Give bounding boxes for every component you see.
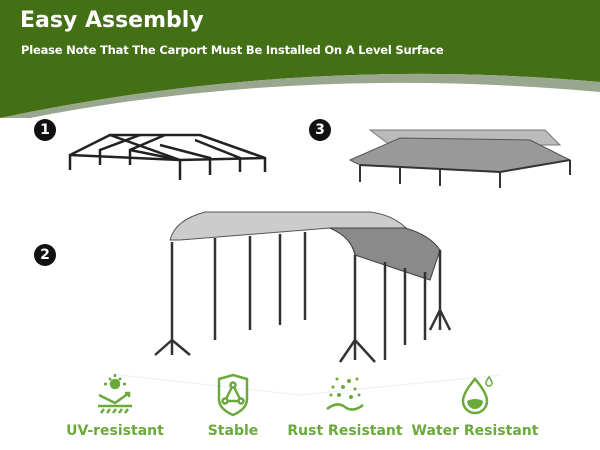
feature-stable: Stable <box>158 373 308 439</box>
shield-triangle-icon <box>217 373 249 417</box>
feature-label: Water Resistant <box>411 423 539 439</box>
carport-roof-step3 <box>348 129 572 188</box>
page-title: Easy Assembly <box>20 8 204 33</box>
feature-label: Rust Resistant <box>287 423 403 439</box>
feature-uv-resistant: UV-resistant <box>40 373 190 439</box>
feature-label: Stable <box>207 423 259 439</box>
carport-assembled-step2 <box>154 211 452 363</box>
sun-uv-icon <box>98 374 132 414</box>
step-badge-1: 1 <box>34 119 56 141</box>
rust-particles-icon <box>326 377 364 411</box>
water-drop-icon <box>461 375 493 415</box>
header-curve-gray <box>0 73 600 118</box>
step-badge-2: 2 <box>34 244 56 266</box>
feature-label: UV-resistant <box>66 423 164 439</box>
feature-water-resistant: Water Resistant <box>400 373 550 439</box>
carport-frame-step1 <box>68 133 267 180</box>
header-band <box>0 0 600 118</box>
feature-rust-resistant: Rust Resistant <box>270 373 420 439</box>
step-badge-3: 3 <box>309 119 331 141</box>
page-subtitle: Please Note That The Carport Must Be Ins… <box>21 43 444 57</box>
